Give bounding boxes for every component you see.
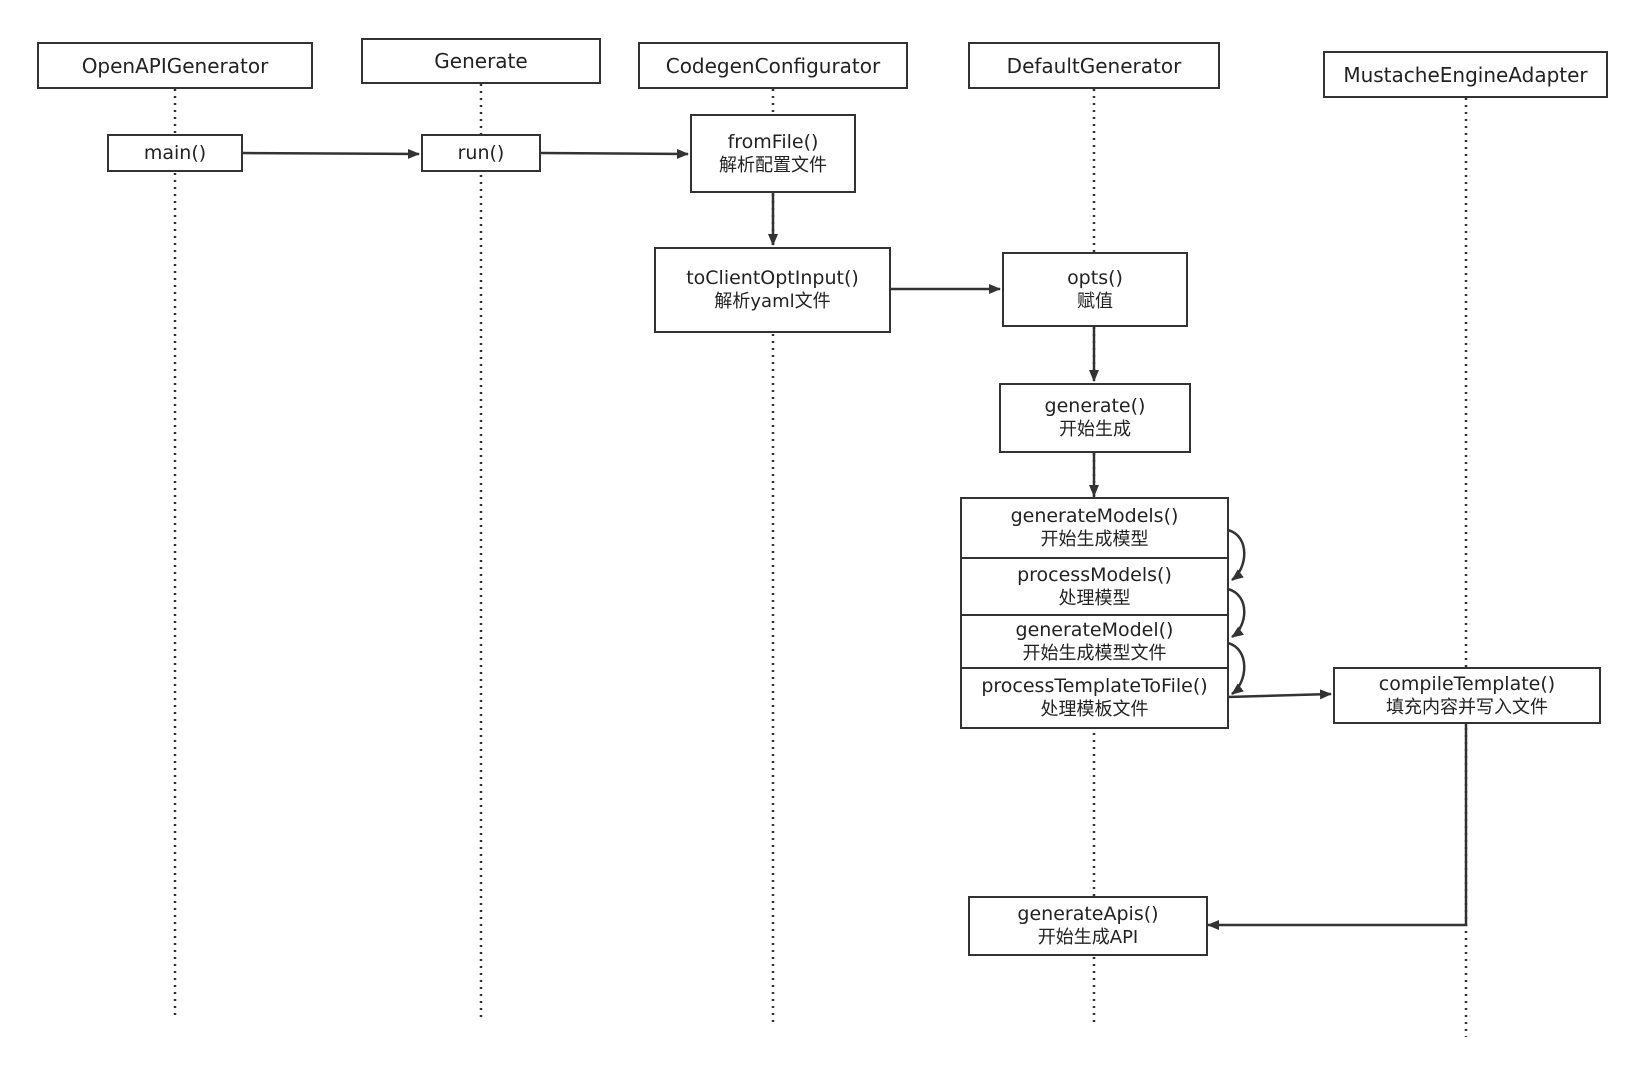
- lane-openapi-generator-label: OpenAPIGenerator: [81, 53, 269, 78]
- arrow-processmodels-to-generatemodel: [1227, 587, 1246, 639]
- step-process-models-note: 处理模型: [1058, 587, 1131, 609]
- arrow-run-to-fromfile: [540, 148, 689, 159]
- step-process-template-to-file-note: 处理模板文件: [1040, 699, 1149, 720]
- step-generate-apis-method: generateApis(): [1017, 903, 1159, 925]
- lane-openapi-generator: OpenAPIGenerator: [37, 42, 313, 89]
- lane-default-generator-label: DefaultGenerator: [1006, 53, 1182, 78]
- step-compile-template: compileTemplate() 填充内容并写入文件: [1333, 667, 1601, 724]
- lifelines: [173, 84, 1468, 1037]
- lane-mustache-engine-adapter: MustacheEngineAdapter: [1323, 51, 1608, 98]
- step-compile-template-method: compileTemplate(): [1378, 672, 1556, 695]
- arrow-main-to-run: [241, 148, 420, 159]
- step-to-client-opt-input-note: 解析yaml文件: [714, 291, 831, 312]
- arrow-compiletemplate-to-generateapis: [1207, 724, 1468, 930]
- lane-codegen-configurator: CodegenConfigurator: [638, 42, 908, 89]
- step-to-client-opt-input: toClientOptInput() 解析yaml文件: [654, 247, 891, 333]
- step-from-file-method: fromFile(): [727, 130, 819, 153]
- lane-mustache-engine-adapter-label: MustacheEngineAdapter: [1343, 62, 1588, 87]
- arrow-generatemodels-to-processmodels: [1227, 528, 1246, 581]
- step-generate-method: generate(): [1044, 395, 1146, 417]
- arrow-generatemodel-to-processtemplatetofile: [1227, 641, 1246, 695]
- step-generate-models: generateModels() 开始生成模型: [960, 497, 1229, 559]
- step-to-client-opt-input-method: toClientOptInput(): [686, 267, 859, 289]
- lane-generate: Generate: [361, 38, 601, 84]
- step-generate-model-method: generateModel(): [1015, 618, 1174, 641]
- step-generate-model: generateModel() 开始生成模型文件: [960, 614, 1229, 669]
- step-main: main(): [107, 134, 243, 172]
- step-generate-model-note: 开始生成模型文件: [1022, 642, 1167, 664]
- step-generate: generate() 开始生成: [999, 383, 1191, 453]
- step-run: run(): [421, 134, 541, 172]
- step-opts: opts() 赋值: [1002, 252, 1188, 327]
- arrow-processtemplatetofile-to-compiletemplate: [1227, 689, 1332, 700]
- step-main-method: main(): [143, 142, 207, 164]
- lane-default-generator: DefaultGenerator: [968, 42, 1220, 89]
- step-run-method: run(): [457, 142, 505, 164]
- lane-codegen-configurator-label: CodegenConfigurator: [665, 53, 881, 78]
- messages: [241, 148, 1468, 930]
- step-generate-apis: generateApis() 开始生成API: [968, 896, 1208, 956]
- step-process-models-method: processModels(): [1017, 563, 1172, 586]
- step-generate-models-note: 开始生成模型: [1040, 529, 1149, 550]
- step-process-models: processModels() 处理模型: [960, 557, 1229, 616]
- lane-generate-label: Generate: [434, 49, 528, 73]
- step-process-template-to-file-method: processTemplateToFile(): [981, 675, 1208, 697]
- step-opts-method: opts(): [1067, 266, 1123, 289]
- step-process-template-to-file: processTemplateToFile() 处理模板文件: [960, 667, 1229, 729]
- step-generate-apis-note: 开始生成API: [1037, 927, 1139, 948]
- step-compile-template-note: 填充内容并写入文件: [1386, 696, 1548, 718]
- step-from-file-note: 解析配置文件: [719, 154, 827, 176]
- step-generate-models-method: generateModels(): [1010, 505, 1179, 527]
- step-generate-note: 开始生成: [1059, 419, 1131, 440]
- step-opts-note: 赋值: [1077, 290, 1113, 312]
- step-from-file: fromFile() 解析配置文件: [690, 114, 856, 193]
